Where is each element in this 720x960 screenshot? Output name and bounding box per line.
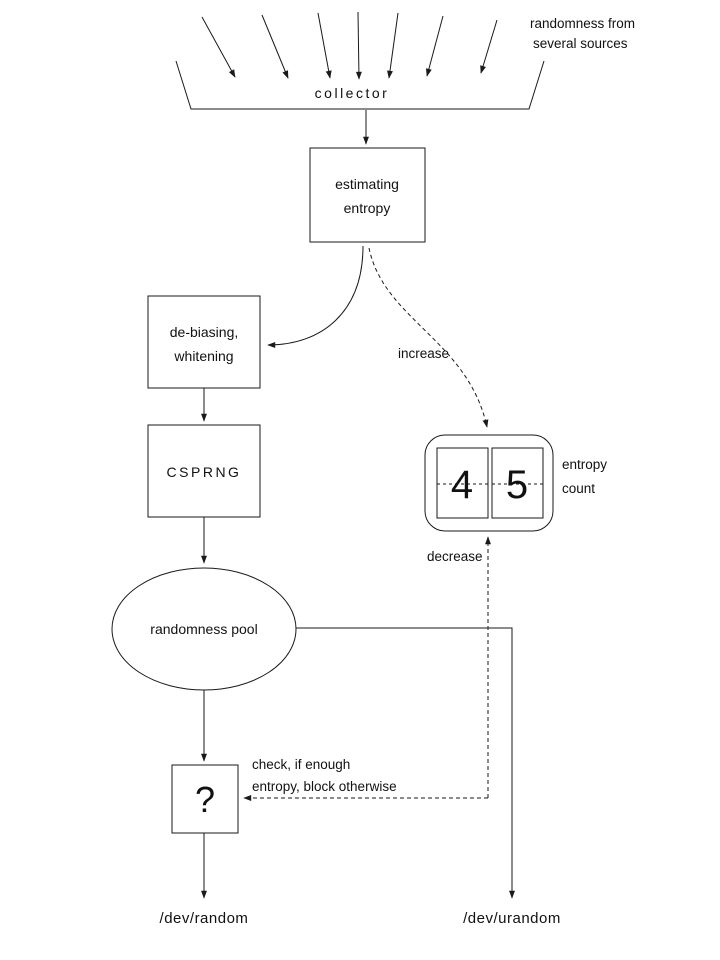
counter-cell-right <box>491 447 544 519</box>
arrow-increase <box>368 247 489 428</box>
collector-shape <box>175 60 545 110</box>
arrow-estimating-to-debias <box>267 245 364 348</box>
source-arrow <box>425 15 444 77</box>
source-arrow <box>355 11 362 80</box>
increase-label: increase <box>398 346 449 361</box>
entropy-counter: 4 5 <box>424 434 554 532</box>
dev-random-label: /dev/random <box>160 910 249 927</box>
counter-frame <box>424 434 554 532</box>
question-label: ? <box>195 779 215 820</box>
source-arrows <box>201 11 498 80</box>
estimating-entropy-box <box>309 147 426 243</box>
entropy-count-caption: entropy <box>562 457 607 472</box>
estimating-label: entropy <box>344 200 391 216</box>
sources-caption: several sources <box>533 36 628 51</box>
decrease-label: decrease <box>427 549 483 564</box>
question-box <box>171 764 239 834</box>
counter-digit-right: 5 <box>506 463 528 507</box>
csprng-label: CSPRNG <box>167 464 242 480</box>
counter-digit-left: 4 <box>451 463 473 507</box>
estimating-label: estimating <box>335 176 399 192</box>
source-arrow <box>201 16 236 78</box>
check-caption: check, if enough <box>252 757 350 772</box>
debias-box <box>147 295 261 389</box>
source-arrow <box>480 19 498 74</box>
source-arrow <box>387 12 399 79</box>
pool-label: randomness pool <box>150 621 257 637</box>
debias-label: whitening <box>173 348 233 364</box>
sources-caption: randomness from <box>530 16 635 31</box>
source-arrow <box>317 12 332 79</box>
collector-label: collector <box>315 85 390 101</box>
source-arrow <box>261 14 289 79</box>
check-caption: entropy, block otherwise <box>252 779 397 794</box>
arrow-to-dev-urandom <box>296 627 515 899</box>
dev-urandom-label: /dev/urandom <box>463 910 561 927</box>
entropy-count-caption: count <box>562 481 595 496</box>
debias-label: de-biasing, <box>170 324 239 340</box>
counter-cell-left <box>436 447 489 519</box>
